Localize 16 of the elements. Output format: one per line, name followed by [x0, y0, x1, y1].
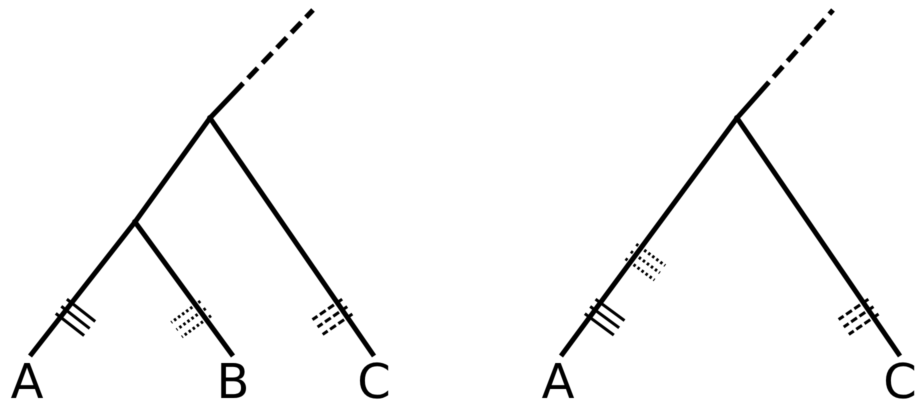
- branch-junction: [734, 115, 740, 121]
- tree-branch: [28, 220, 137, 358]
- root-branch: [208, 8, 315, 120]
- taxon-label: C: [352, 358, 396, 406]
- tree-branch: [208, 116, 376, 358]
- taxon-label: A: [5, 358, 49, 406]
- root-branch: [735, 8, 835, 120]
- branch-junction: [207, 115, 213, 121]
- tree-branch: [132, 220, 236, 358]
- tree-branch: [559, 116, 739, 358]
- branch-junction: [132, 219, 138, 225]
- taxon-label: A: [536, 358, 580, 406]
- taxon-label: B: [211, 358, 255, 406]
- taxon-label: C: [878, 358, 917, 406]
- tree-branch: [734, 116, 902, 358]
- tree-branch: [132, 116, 212, 224]
